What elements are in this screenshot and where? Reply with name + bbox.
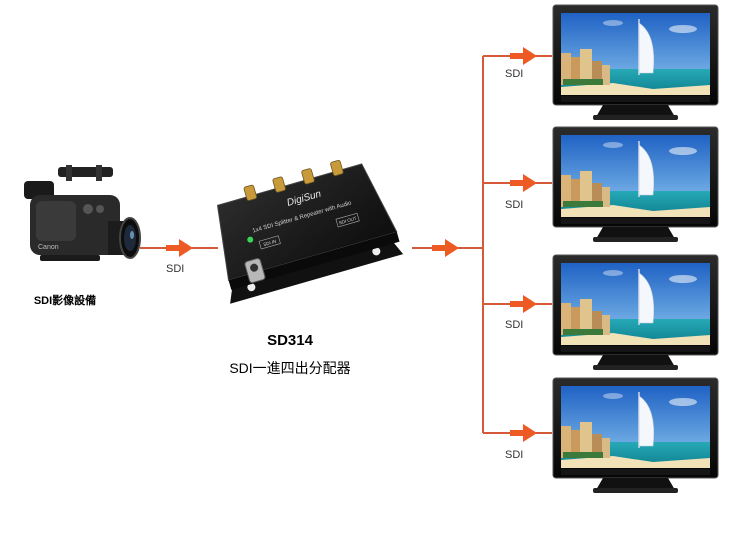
device-model: SD314 [267,332,313,349]
monitor-icon [552,377,719,494]
output-branch-1 [483,47,552,65]
splitter-box-icon: DigiSun 1x4 SDI Splitter & Repeater with… [216,159,404,304]
monitor-icon [552,126,719,243]
input-arrow-icon [166,239,193,257]
device-port-in: SDI IN [263,239,277,247]
output-branch-2 [483,174,552,192]
trunk-arrow-icon [432,239,459,257]
output-branch-3 [483,295,552,313]
output-arrow-icon [510,47,537,65]
device-description: SDI一進四出分配器 [229,360,351,376]
source-label: SDI影像設備 [33,295,97,307]
output-branch-4 [483,424,552,442]
monitor-icon [552,4,719,121]
output-label-3: SDI [505,319,524,331]
camera-brand: Canon [38,244,59,251]
output-label-4: SDI [505,449,524,461]
video-camera-icon: Canon [24,165,141,261]
output-arrow-icon [510,295,537,313]
monitor-icon [552,254,719,371]
output-label-2: SDI [505,199,524,211]
output-label-1: SDI [505,68,524,80]
input-link-label: SDI [166,263,185,275]
output-arrow-icon [510,424,537,442]
device-port-out: SDI OUT [338,216,357,226]
output-arrow-icon [510,174,537,192]
